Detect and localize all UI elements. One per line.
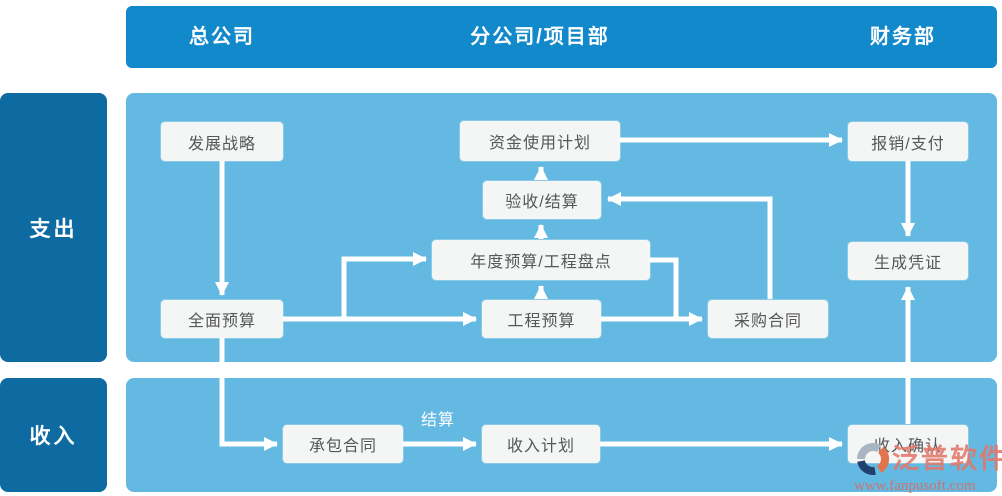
node-project-budget: 工程预算 (482, 300, 601, 338)
watermark: 泛普软件 www.fanpusoft.com (854, 440, 1002, 494)
node-reimburse-pay: 报销/支付 (848, 122, 968, 161)
node-overall-budget: 全面预算 (161, 300, 283, 338)
sidebar-row-income: 收入 (0, 378, 107, 492)
node-income-plan: 收入计划 (482, 425, 600, 463)
sidebar-row-expenditure: 支出 (0, 93, 107, 362)
header-bar: 总公司 分公司/项目部 财务部 (126, 6, 997, 68)
edge-label-contracting-to-income-plan: 结算 (420, 412, 456, 429)
watermark-row: 泛普软件 (854, 440, 1002, 478)
node-purchase-contract: 采购合同 (708, 300, 828, 338)
watermark-url: www.fanpusoft.com (854, 478, 976, 494)
fanpu-logo-icon (857, 443, 890, 476)
node-generate-voucher: 生成凭证 (848, 242, 968, 280)
node-annual-budget-inventory: 年度预算/工程盘点 (432, 240, 650, 280)
header-label-branch-project-dept: 分公司/项目部 (470, 26, 610, 48)
header-label-finance-dept: 财务部 (870, 26, 936, 48)
watermark-brand: 泛普软件 (892, 443, 1002, 474)
node-fund-use-plan: 资金使用计划 (460, 121, 620, 161)
node-acceptance-settlement: 验收/结算 (483, 181, 601, 219)
node-development-strategy: 发展战略 (161, 122, 283, 161)
node-contracting-contract: 承包合同 (283, 425, 403, 463)
header-label-head-office: 总公司 (189, 26, 255, 48)
